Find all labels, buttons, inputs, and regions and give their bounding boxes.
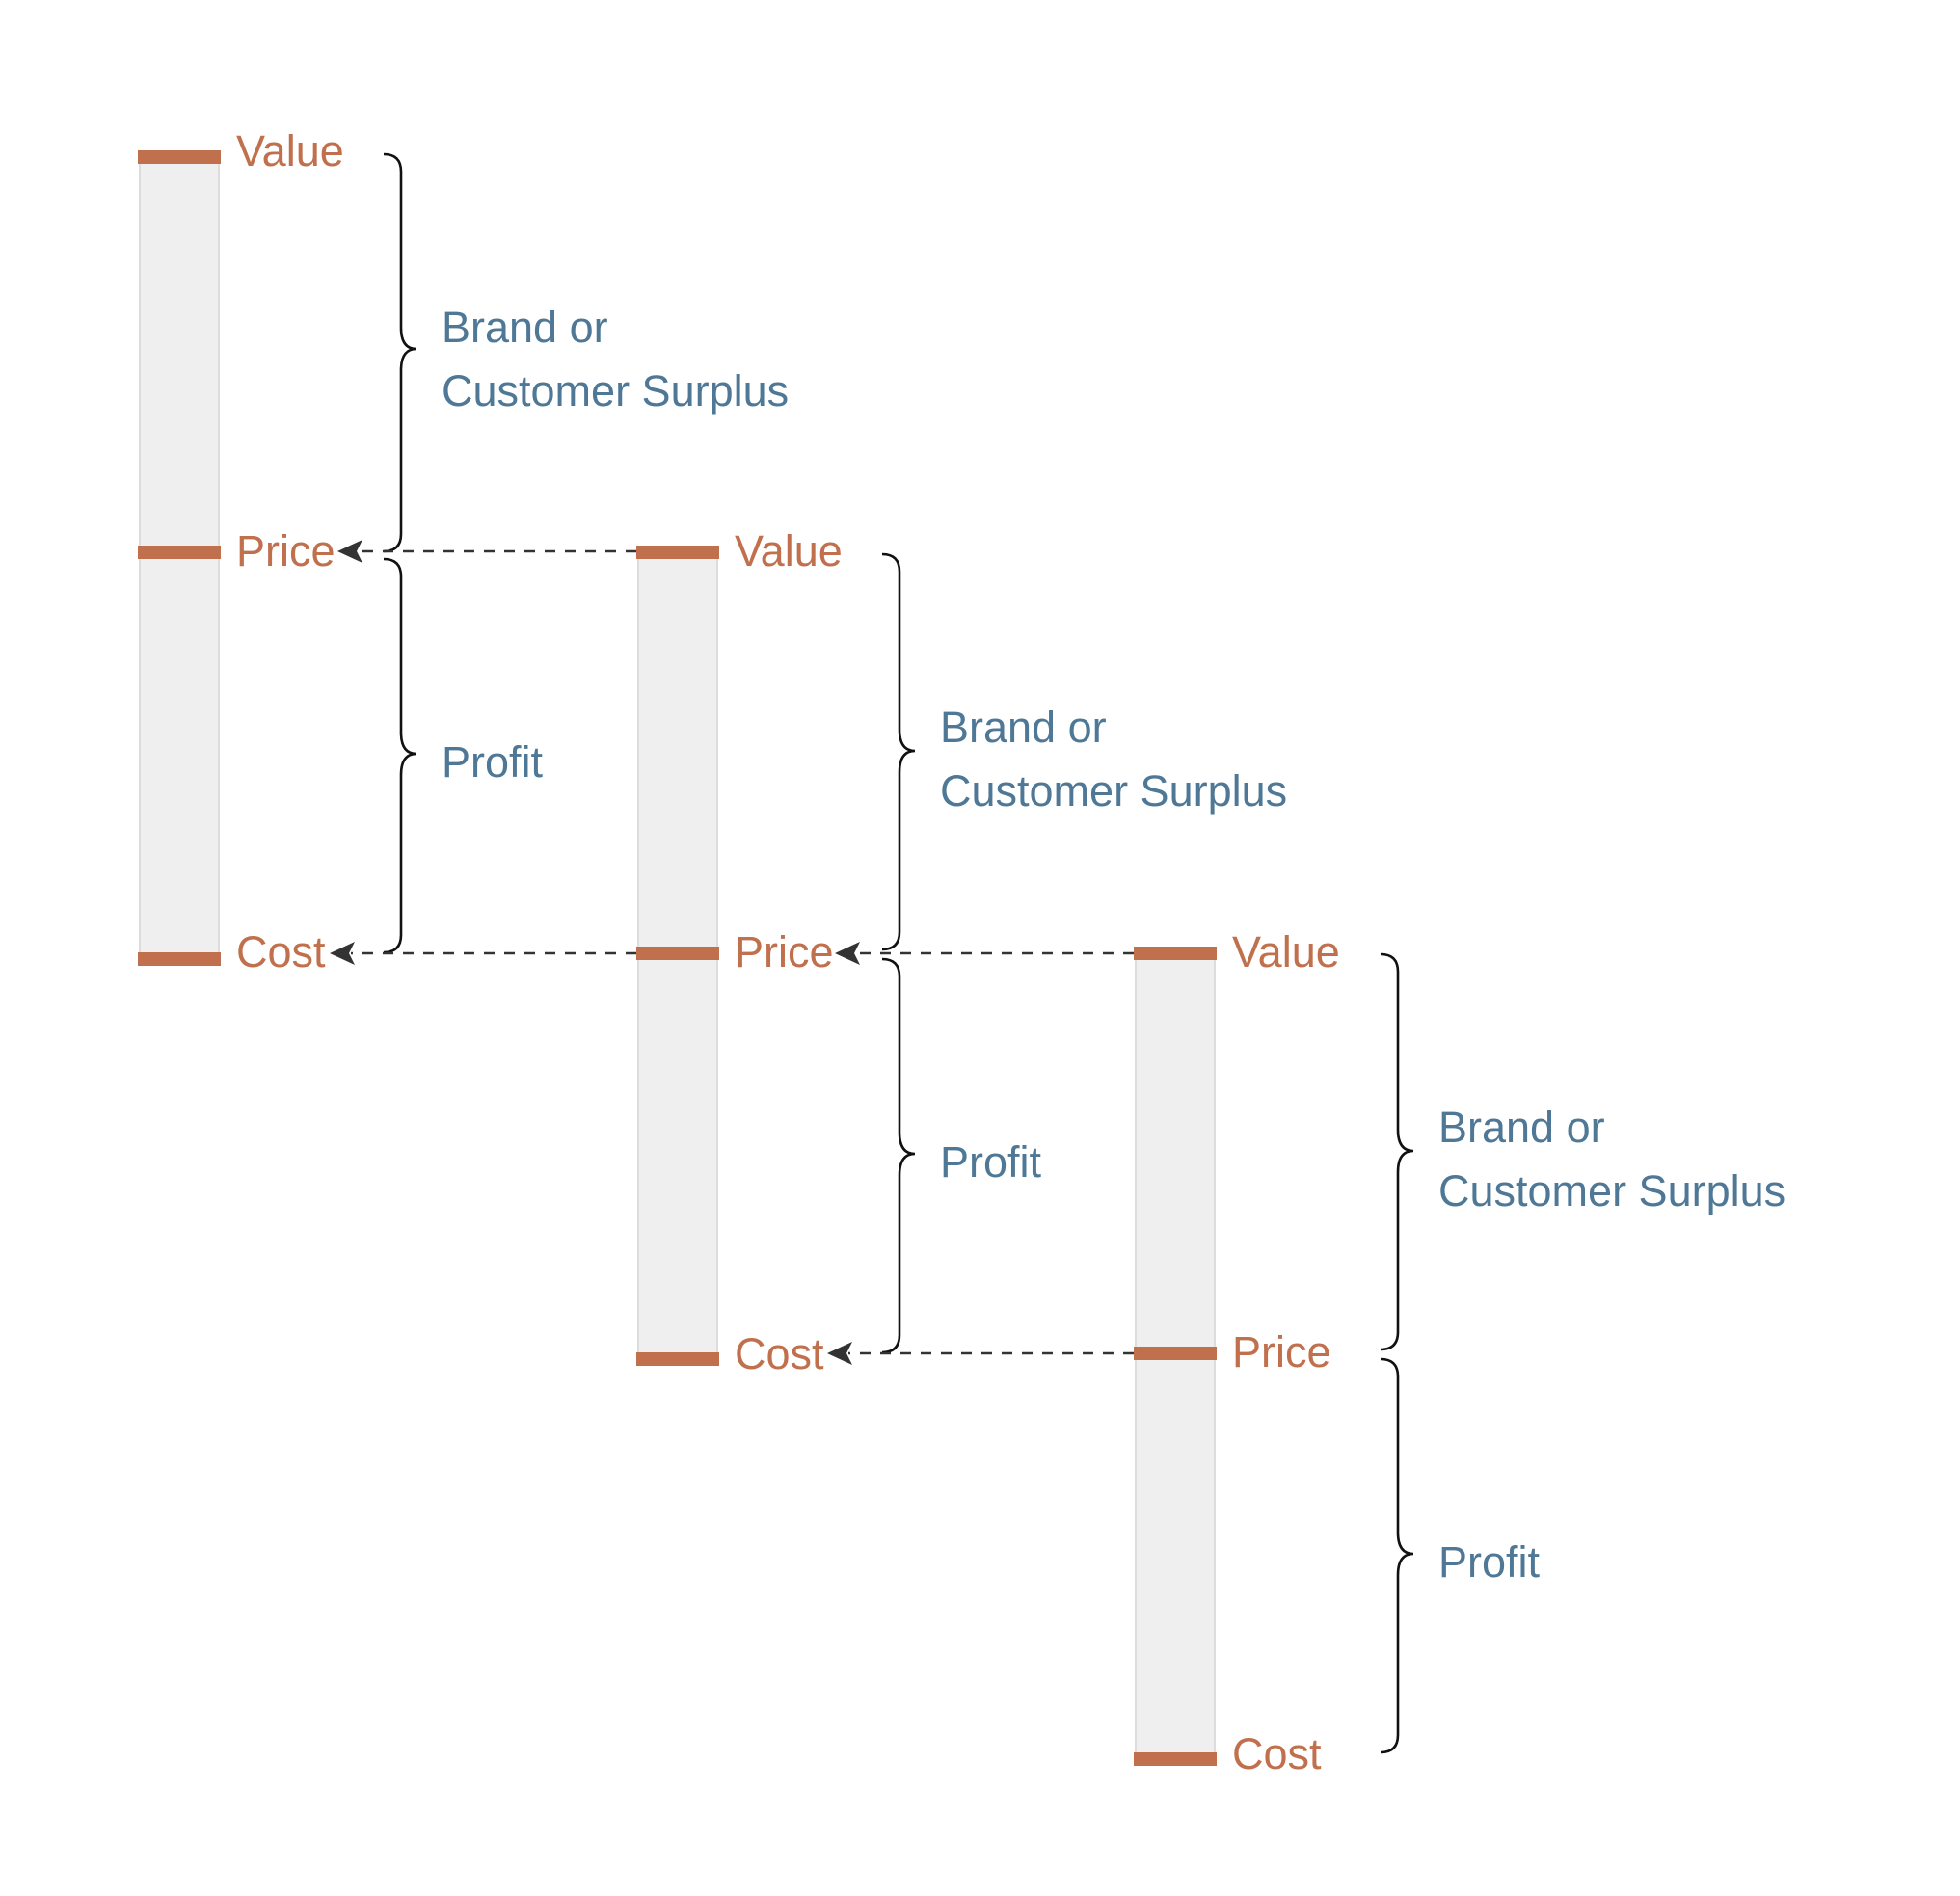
stage-1-value-tick	[138, 150, 221, 164]
stage-3-value-tick	[1134, 947, 1217, 960]
connector-arrowhead-1	[337, 540, 362, 563]
connector-arrowhead-2	[330, 942, 355, 965]
stage-1-value-label: Value	[236, 126, 344, 175]
stage-1-cost-tick	[138, 952, 221, 966]
stage-2-profit-label: Profit	[940, 1137, 1042, 1187]
connector-arrowhead-4	[827, 1342, 852, 1365]
stage-1-surplus-label: Brand or Customer Surplus	[442, 303, 789, 415]
stage-2-price-label: Price	[735, 927, 834, 976]
stage-2: Value Price Cost Brand or Customer Surpl…	[636, 526, 1287, 1378]
connector-arrows	[330, 540, 1134, 1365]
stage-2-value-tick	[636, 546, 719, 559]
stage-3-surplus-brace	[1380, 952, 1414, 1351]
stage-3-profit-brace	[1380, 1357, 1414, 1754]
stage-1: Value Price Cost Brand or Customer Surpl…	[138, 126, 789, 976]
stage-1-price-tick	[138, 546, 221, 559]
stage-3-value-label: Value	[1232, 927, 1340, 976]
stage-3-price-label: Price	[1232, 1327, 1331, 1376]
stage-2-price-tick	[636, 947, 719, 960]
stage-1-surplus-line2: Customer Surplus	[442, 366, 789, 415]
stage-1-profit-label: Profit	[442, 737, 544, 787]
stage-3: Value Price Cost Brand or Customer Surpl…	[1134, 927, 1785, 1778]
stage-3-profit-label: Profit	[1438, 1537, 1541, 1587]
stage-3-cost-tick	[1134, 1752, 1217, 1766]
stage-2-surplus-brace	[881, 552, 916, 951]
stage-2-profit-brace	[881, 957, 916, 1354]
stage-2-value-label: Value	[735, 526, 843, 575]
stage-3-surplus-line2: Customer Surplus	[1438, 1166, 1785, 1215]
stage-1-cost-label: Cost	[236, 927, 326, 976]
stage-3-cost-label: Cost	[1232, 1729, 1322, 1778]
stage-3-surplus-line1: Brand or	[1438, 1103, 1605, 1152]
stage-3-price-tick	[1134, 1347, 1217, 1360]
stage-2-surplus-label: Brand or Customer Surplus	[940, 703, 1287, 815]
stage-1-price-label: Price	[236, 526, 336, 575]
connector-arrowhead-3	[835, 942, 860, 965]
stage-1-surplus-line1: Brand or	[442, 303, 608, 352]
stage-2-surplus-line2: Customer Surplus	[940, 766, 1287, 815]
stage-1-surplus-brace	[383, 152, 417, 553]
stage-2-cost-label: Cost	[735, 1329, 824, 1378]
stage-2-surplus-line1: Brand or	[940, 703, 1107, 752]
stage-1-profit-brace	[383, 557, 417, 954]
stage-2-cost-tick	[636, 1352, 719, 1366]
stage-3-surplus-label: Brand or Customer Surplus	[1438, 1103, 1785, 1215]
